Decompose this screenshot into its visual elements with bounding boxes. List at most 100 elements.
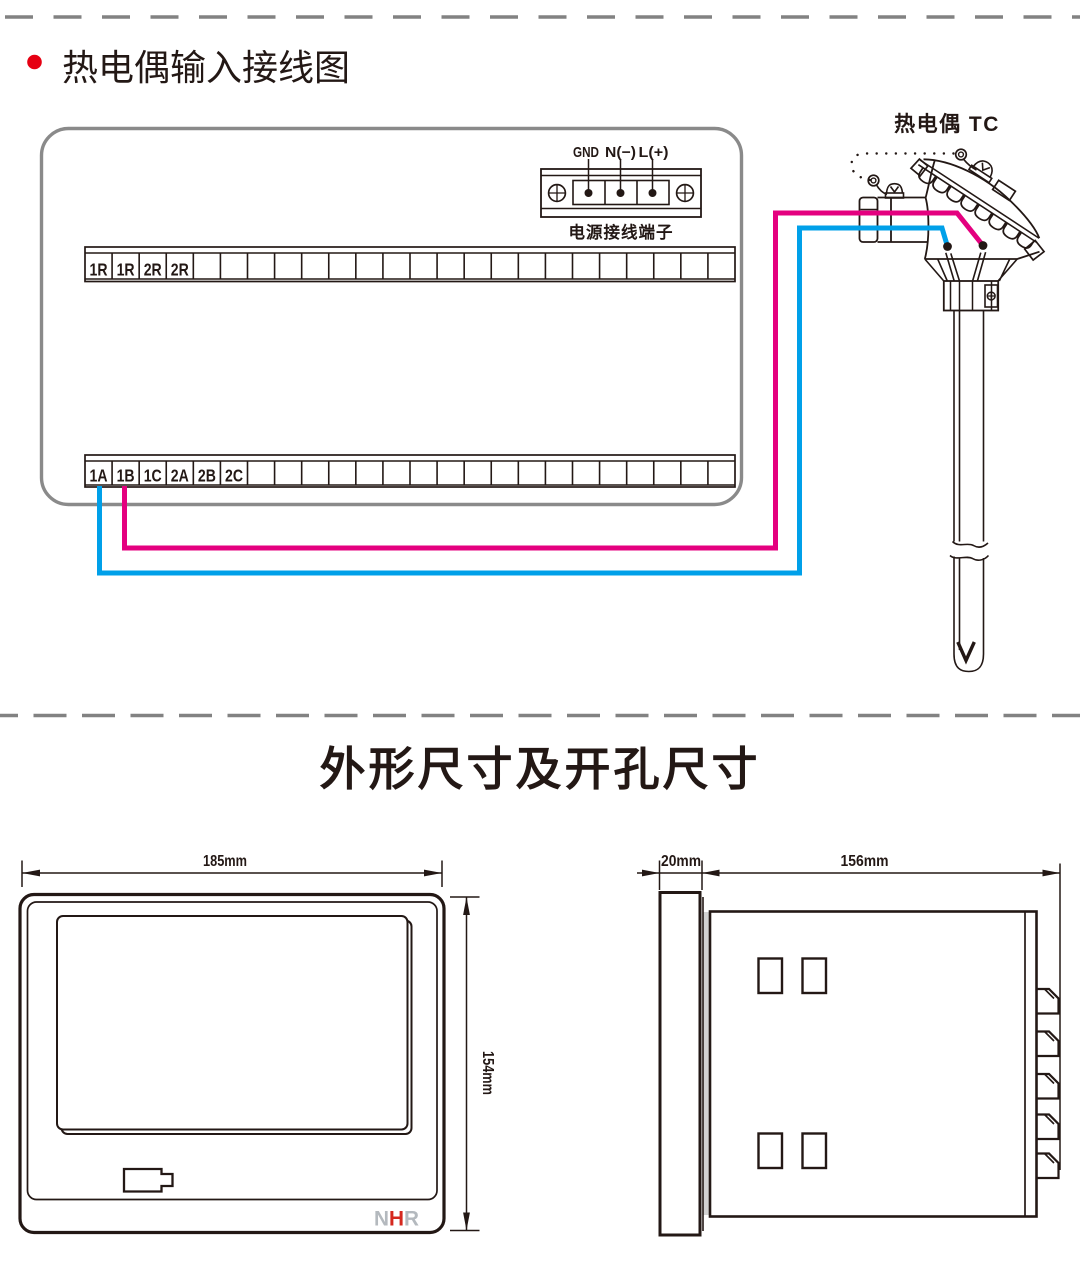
power-screw-left-cross: [548, 184, 566, 202]
side-dim-arrows: [642, 869, 1060, 877]
top-strip-labels: 1R 1R 2R 2R: [90, 260, 190, 280]
width-arrow-left: [22, 869, 40, 877]
bottom-strip-labels: 1A 1B 1C 2A 2B 2C: [90, 466, 244, 486]
probe-lower-walls: [953, 556, 985, 654]
thermocouple-label: 热电偶 TC: [894, 112, 1000, 136]
wire-blue: [97, 225, 950, 576]
probe-tip: [953, 653, 985, 673]
top-strip-dividers: [111, 253, 709, 279]
cap-band-ribs: [918, 167, 1035, 249]
top-strip-cell-label-0: 1R: [90, 260, 108, 280]
cap-band-left-end: [909, 157, 929, 178]
chain-eyelet-left-icon: [867, 174, 880, 187]
side-terminal-bump-chamfers: [1043, 988, 1055, 1164]
front-dim-arrows: [22, 869, 470, 1231]
bottom-strip-cell-label-0: 1A: [90, 466, 108, 486]
chain-eyelet-right-inner: [957, 151, 965, 158]
side-gasket: [702, 912, 711, 1215]
logo-n: N: [374, 1207, 389, 1231]
bottom-strip-dividers: [111, 461, 709, 485]
logo-r: R: [404, 1207, 419, 1231]
brand-logo: NHR: [374, 1207, 419, 1231]
cap-screw-icon: [967, 160, 993, 184]
bottom-strip-cell-label-5: 2C: [225, 466, 243, 486]
head-trapezoid: [924, 258, 1018, 282]
head-body-top-arc: [924, 159, 936, 199]
head-body-right-face: [1016, 250, 1040, 260]
neck-screw-icon: [884, 182, 905, 199]
probe-break-upper: [951, 540, 989, 549]
terminal-dot-left: [943, 242, 952, 251]
side-body: [708, 910, 1038, 1218]
chain-tail-right: [963, 158, 977, 171]
collar-screw-icon: [986, 291, 996, 301]
wire-magenta: [122, 210, 985, 551]
bottom-strip-cell-label-3: 2A: [171, 466, 189, 486]
section1-bullet-icon: [27, 54, 42, 70]
length-arrow-left: [702, 869, 720, 877]
top-strip-cell-label-1: 1R: [117, 260, 135, 280]
side-bezel: [658, 891, 702, 1237]
depth-dim-label: 20mm: [661, 853, 701, 870]
bottom-terminal-strip: [84, 454, 736, 488]
top-strip-cell-label-2: 2R: [144, 260, 162, 280]
page-divider-dashes: [0, 15, 1080, 718]
screen: [56, 915, 409, 1131]
vent-hole: [757, 957, 784, 995]
chain-eyelet-left-inner: [870, 177, 877, 184]
bottom-strip-outline: [84, 454, 736, 488]
cap-boss: [991, 179, 1017, 202]
power-block-caption: 电源接线端子: [569, 222, 674, 242]
section2-title: 外形尺寸及开孔尺寸: [320, 743, 761, 795]
front-view: [18, 892, 446, 1235]
power-terminal-block: [540, 159, 702, 218]
side-vent-holes: [757, 957, 828, 1170]
vent-hole: [757, 1132, 784, 1170]
bottom-strip-cell-label-1: 1B: [117, 466, 135, 486]
top-terminal-strip: [84, 246, 736, 283]
side-terminal-bumps: [1036, 987, 1060, 1180]
collar-screw-cross: [987, 292, 995, 300]
section1-title: 热电偶输入接线图: [62, 47, 350, 88]
vent-hole: [801, 1132, 828, 1170]
thermocouple-drawing: [850, 148, 1046, 673]
probe-upper-walls: [953, 310, 985, 542]
power-label-gnd: GND: [573, 144, 599, 161]
front-dimensions: [21, 860, 480, 1232]
probe-tip-junction-mark: [956, 641, 976, 665]
power-dot-n: [616, 189, 625, 197]
cap-chain-dotted: [850, 152, 956, 182]
logo-h: H: [389, 1207, 404, 1231]
power-label-n: N(−): [605, 144, 636, 161]
cap-band-right-end: [1023, 239, 1046, 262]
width-dim-label: 185mm: [203, 853, 247, 870]
collar-plate: [984, 284, 999, 308]
top-strip-outline: [84, 246, 736, 283]
power-label-l: L(+): [639, 144, 669, 161]
chain-eyelet-right-icon: [954, 148, 968, 161]
power-dot-l: [648, 189, 657, 197]
height-arrow-bottom: [463, 1212, 470, 1231]
front-outer-case: [18, 892, 446, 1235]
height-dim-label: 154mm: [479, 1051, 496, 1095]
cap-dome-arc: [923, 158, 1041, 239]
terminal-dot-right: [978, 241, 988, 250]
power-dot-gnd: [584, 189, 593, 197]
depth-arrow-left: [642, 869, 660, 877]
front-button: [122, 1167, 174, 1193]
vent-hole: [801, 957, 828, 995]
bottom-strip-cell-label-2: 1C: [144, 466, 162, 486]
length-arrow-right: [1042, 869, 1060, 877]
bottom-strip-cell-label-4: 2B: [198, 466, 216, 486]
power-leader-lines: [587, 159, 654, 190]
front-inner-bezel: [26, 901, 438, 1201]
gland-neck: [877, 196, 929, 243]
power-screw-right-cross: [676, 184, 694, 202]
side-view: [658, 891, 1060, 1237]
top-strip-cell-label-3: 2R: [171, 260, 189, 280]
width-arrow-right: [424, 869, 442, 877]
height-arrow-top: [463, 897, 470, 915]
recorder-rear-panel: [39, 126, 744, 507]
